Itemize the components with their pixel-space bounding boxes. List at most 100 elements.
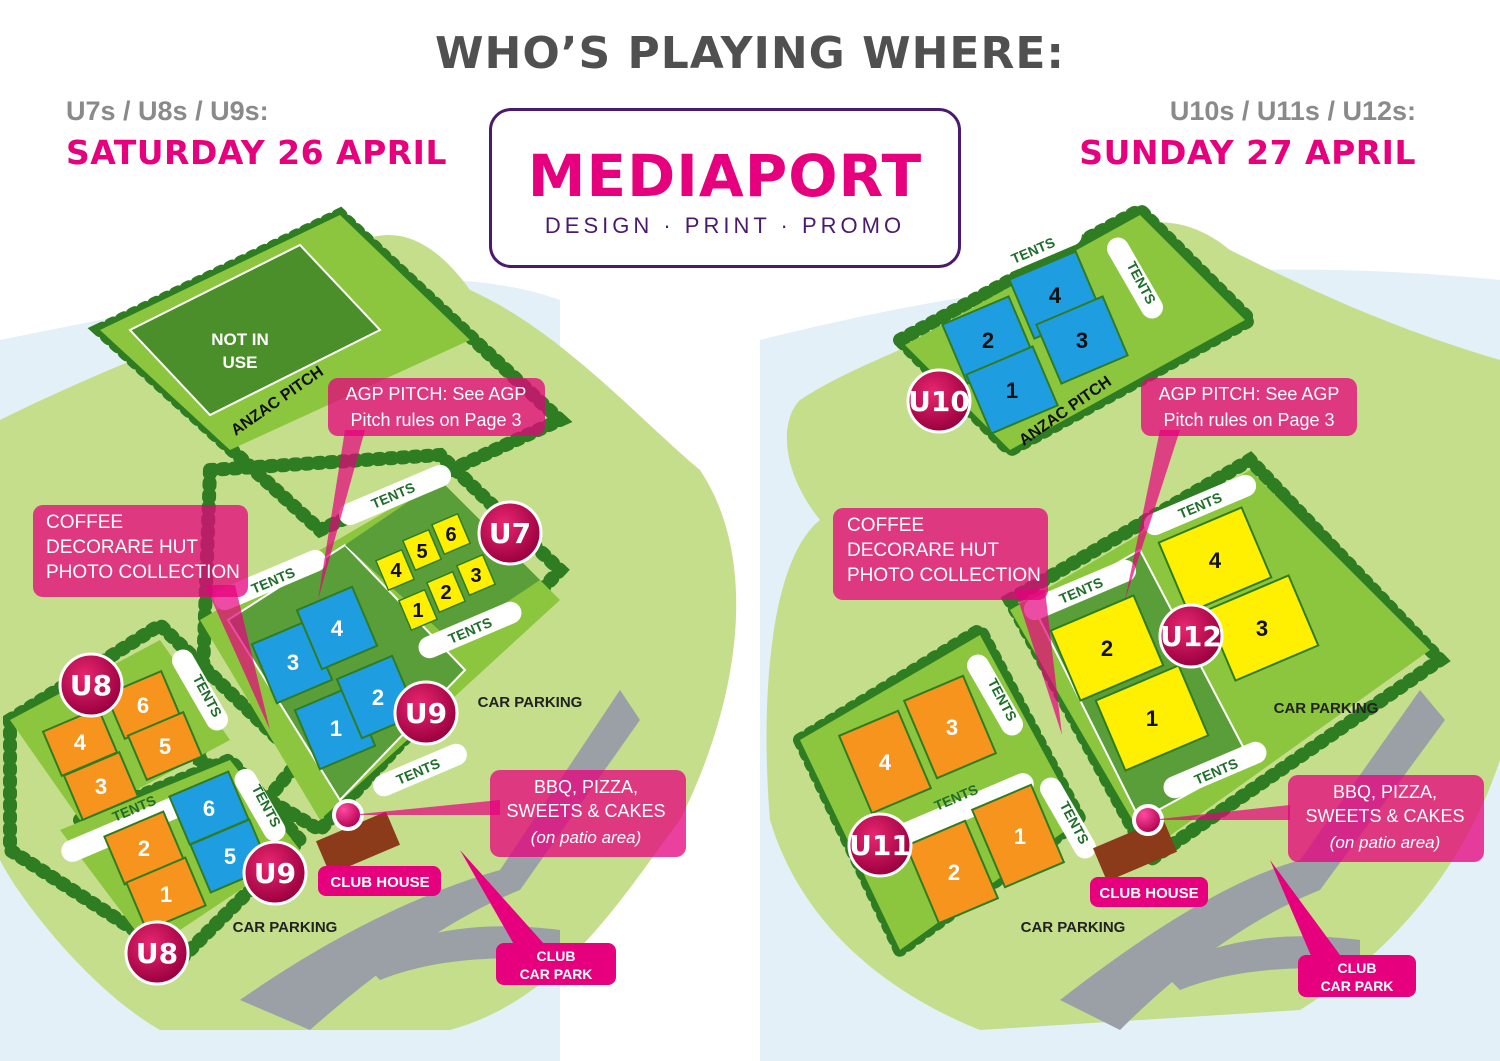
road xyxy=(1060,690,1445,1030)
coffee-callout-text: DECORARE HUT xyxy=(847,540,999,561)
tents-bar xyxy=(373,743,467,797)
pitch-number: 2 xyxy=(138,836,150,861)
coffee-callout-text: DECORARE HUT xyxy=(46,537,198,558)
tents-bar xyxy=(1143,474,1257,536)
club-car-park-label: CAR PARK xyxy=(520,966,593,982)
yellow-pitches xyxy=(374,512,497,632)
age-group-marker-label: U8 xyxy=(136,937,178,970)
club-house-label: CLUB HOUSE xyxy=(330,874,429,891)
carpark-pointer xyxy=(460,850,545,955)
not-in-use-pitch xyxy=(128,243,382,417)
coffee-callout-text: COFFEE xyxy=(847,515,924,536)
road xyxy=(240,690,640,1030)
age-group-marker xyxy=(906,368,972,434)
food-callout-note: (on patio area) xyxy=(1330,833,1441,852)
page-title: WHO’S PLAYING WHERE: xyxy=(434,28,1066,79)
coffee-pointer xyxy=(1015,590,1062,735)
age-group-marker xyxy=(58,652,124,718)
coffee-callout xyxy=(833,508,1048,600)
coffee-callout xyxy=(33,505,248,597)
pitch-number: 3 xyxy=(1256,616,1268,641)
age-group-marker-label: U7 xyxy=(489,517,531,550)
tents-bar xyxy=(338,464,452,526)
food-callout xyxy=(1288,775,1484,862)
tents-bar xyxy=(234,768,286,842)
agp-callout xyxy=(328,378,545,436)
club-car-park-box xyxy=(1298,955,1416,997)
pitch-number: 3 xyxy=(946,715,958,740)
pitch-number: 5 xyxy=(159,734,171,759)
age-group-marker-label: U9 xyxy=(405,697,447,730)
pitch-number: 4 xyxy=(390,560,402,582)
food-callout-text: BBQ, PIZZA, xyxy=(1333,782,1437,802)
pitch-number: 1 xyxy=(412,600,423,622)
agp-callout-text: Pitch rules on Page 3 xyxy=(350,410,521,430)
pitch-number: 3 xyxy=(1076,328,1088,353)
blue-pitches xyxy=(941,250,1129,435)
saturday-date: SATURDAY 26 APRIL xyxy=(66,133,447,172)
age-group-marker xyxy=(124,920,190,986)
age-group-marker-label: U11 xyxy=(849,829,911,862)
tents-bar xyxy=(1023,559,1137,621)
club-car-park-label: CLUB xyxy=(1338,960,1377,976)
pitch-number: 3 xyxy=(95,774,107,799)
age-group-marker xyxy=(847,812,913,878)
not-in-use-label: NOT IN xyxy=(211,330,269,349)
coffee-callout-text: COFFEE xyxy=(46,512,123,533)
pitch-number: 1 xyxy=(1014,824,1026,849)
agp-callout-text: AGP PITCH: See AGP xyxy=(346,384,527,404)
car-parking-label: CAR PARKING xyxy=(1021,919,1126,936)
sunday-age-groups: U10s / U11s / U12s: xyxy=(1169,96,1416,126)
car-parking-label: CAR PARKING xyxy=(478,694,583,711)
yellow-pitches xyxy=(1049,506,1320,772)
pitch-number: 6 xyxy=(137,693,149,718)
food-pointer xyxy=(350,800,500,815)
agp-callout xyxy=(1141,378,1357,436)
blue-pitches xyxy=(250,585,419,771)
logo-name: MEDIAPORT xyxy=(527,142,923,210)
saturday-age-groups: U7s / U8s / U9s: xyxy=(66,96,269,126)
tents-bar xyxy=(967,654,1023,736)
orange-pitches xyxy=(41,669,204,822)
road-curve xyxy=(360,926,560,980)
tents-bar xyxy=(1107,237,1163,319)
pitch-number: 1 xyxy=(330,716,342,741)
pitch-number: 2 xyxy=(440,582,451,604)
pitch-number: 1 xyxy=(1146,706,1158,731)
pitch-number: 3 xyxy=(470,565,481,587)
pitch-number: 1 xyxy=(1006,378,1018,403)
agp-callout-text: Pitch rules on Page 3 xyxy=(1163,410,1334,430)
food-callout xyxy=(490,770,686,857)
age-group-marker-label: U8 xyxy=(70,669,112,702)
coffee-callout-text: PHOTO COLLECTION xyxy=(847,565,1041,586)
pitch-number: 4 xyxy=(1209,548,1222,573)
club-house-label-box xyxy=(318,866,441,896)
coffee-callout-text: PHOTO COLLECTION xyxy=(46,562,240,583)
agp-pointer xyxy=(318,430,365,600)
club-car-park-box xyxy=(496,943,616,985)
agp-pointer xyxy=(1125,430,1180,600)
food-callout-note: (on patio area) xyxy=(531,828,642,847)
logo-tagline: DESIGN · PRINT · PROMO xyxy=(544,213,906,238)
pitch-number: 5 xyxy=(416,541,427,563)
club-house xyxy=(1092,818,1178,882)
club-car-park-label: CAR PARK xyxy=(1321,978,1394,994)
pitch-number: 6 xyxy=(203,796,215,821)
pitch-number: 4 xyxy=(1049,283,1062,308)
carpark-pointer xyxy=(1270,860,1340,965)
pitch-number: 2 xyxy=(1101,636,1113,661)
club-house-label: CLUB HOUSE xyxy=(1099,885,1198,902)
age-group-marker xyxy=(477,500,543,566)
orange-pitches xyxy=(837,674,1066,925)
mediaport-logo: MEDIAPORT DESIGN · PRINT · PROMO xyxy=(489,108,961,268)
age-group-marker-label: U10 xyxy=(908,385,970,418)
club-house-label-box xyxy=(1090,877,1208,907)
sunday-date: SUNDAY 27 APRIL xyxy=(1079,133,1416,172)
yellow-field xyxy=(345,480,540,640)
saturday-map xyxy=(0,206,737,1030)
food-callout-text: BBQ, PIZZA, xyxy=(534,777,638,797)
pitch-number: 2 xyxy=(372,685,384,710)
age-group-marker-label: U9 xyxy=(254,857,296,890)
